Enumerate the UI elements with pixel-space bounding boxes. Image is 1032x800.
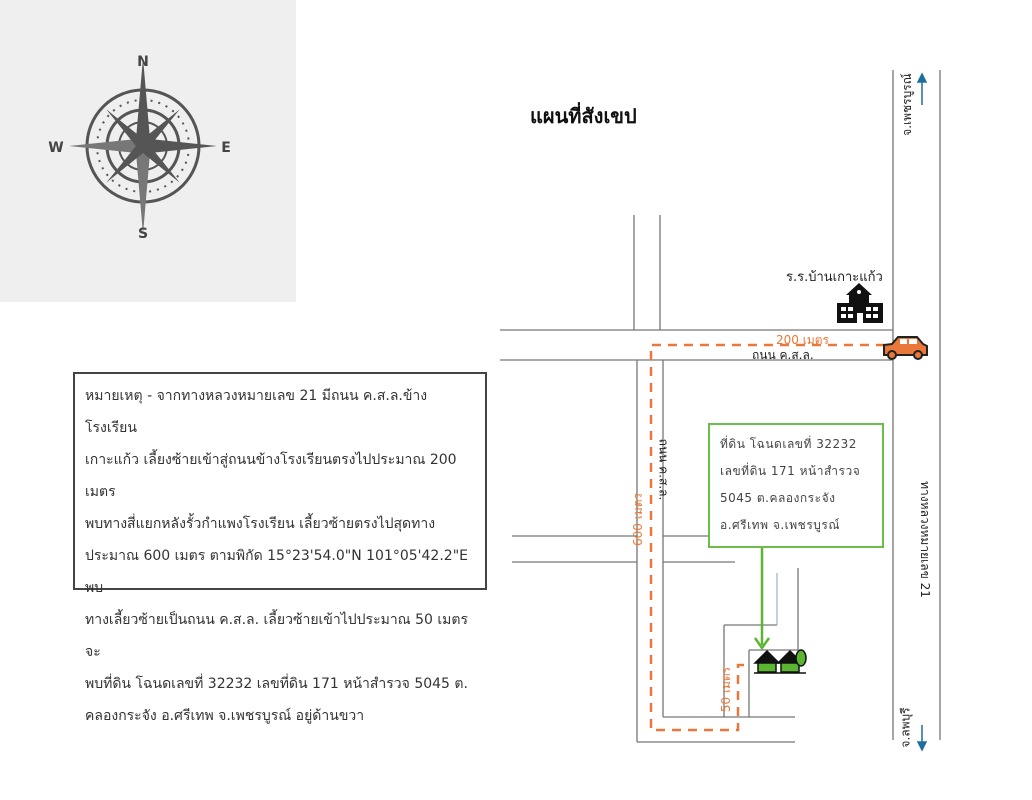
note-box: หมายเหตุ - จากทางหลวงหมายเลข 21 มีถนน ค.… xyxy=(73,372,487,724)
note-line: พบทางสี่แยกหลังรั้วกำแพงโรงเรียน เลี้ยวซ… xyxy=(85,516,436,532)
road-h-label: ถนน ค.ส.ล. xyxy=(752,348,814,362)
land-info-box: ที่ดิน โฉนดเลขที่ 32232 เลขที่ดิน 171 หน… xyxy=(708,423,884,548)
note-line: ประมาณ 600 เมตร ตามพิกัด 15°23'54.0"N 10… xyxy=(85,548,468,596)
houses-icon xyxy=(753,649,807,674)
north-destination-label: จ.เพชรบูรณ์ xyxy=(899,73,914,136)
highway-label: ทางหลวงหมายเลข 21 xyxy=(917,481,932,598)
school-icon xyxy=(837,283,883,323)
distance-50-label: 50 เมตร xyxy=(719,666,734,713)
north-arrow-icon xyxy=(916,72,928,105)
compass-e: E xyxy=(221,140,231,156)
compass-panel: N S E W xyxy=(0,0,296,302)
note-line: ทางเลี้ยวซ้ายเป็นถนน ค.ส.ล. เลี้ยวซ้ายเข… xyxy=(85,612,469,660)
map-title: แผนที่สังเขป xyxy=(530,104,637,128)
land-line: 5045 ต.คลองกระจัง xyxy=(720,491,836,505)
compass-w: W xyxy=(48,140,63,156)
distance-200-label: 200 เมตร xyxy=(776,333,829,347)
note-line: หมายเหตุ - จากทางหลวงหมายเลข 21 มีถนน ค.… xyxy=(85,388,428,436)
south-destination-label: จ.ลพบุรี xyxy=(898,707,913,748)
school-label: ร.ร.บ้านเกาะแก้ว xyxy=(786,270,883,285)
note-line: คลองกระจัง อ.ศรีเทพ จ.เพชรบูรณ์ อยู่ด้าน… xyxy=(85,708,365,724)
south-arrow-icon xyxy=(916,725,928,752)
note-line: เกาะแก้ว เลี้ยงซ้ายเข้าสู่ถนนข้างโรงเรีย… xyxy=(85,452,457,500)
compass-rose-icon: N S E W xyxy=(48,54,231,242)
note-line: พบที่ดิน โฉนดเลขที่ 32232 เลขที่ดิน 171 … xyxy=(85,676,468,692)
car-icon xyxy=(883,336,928,360)
land-line: อ.ศรีเทพ จ.เพชรบูรณ์ xyxy=(720,518,840,532)
distance-600-label: 600 เมตร xyxy=(630,493,645,546)
compass-n: N xyxy=(137,54,149,70)
compass-s: S xyxy=(138,226,148,242)
roads xyxy=(500,70,941,743)
road-v-label: ถนน ค.ส.ล. xyxy=(656,438,671,501)
land-line: เลขที่ดิน 171 หน้าสำรวจ xyxy=(720,464,861,478)
route-path xyxy=(649,343,885,732)
land-line: ที่ดิน โฉนดเลขที่ 32232 xyxy=(720,437,857,451)
